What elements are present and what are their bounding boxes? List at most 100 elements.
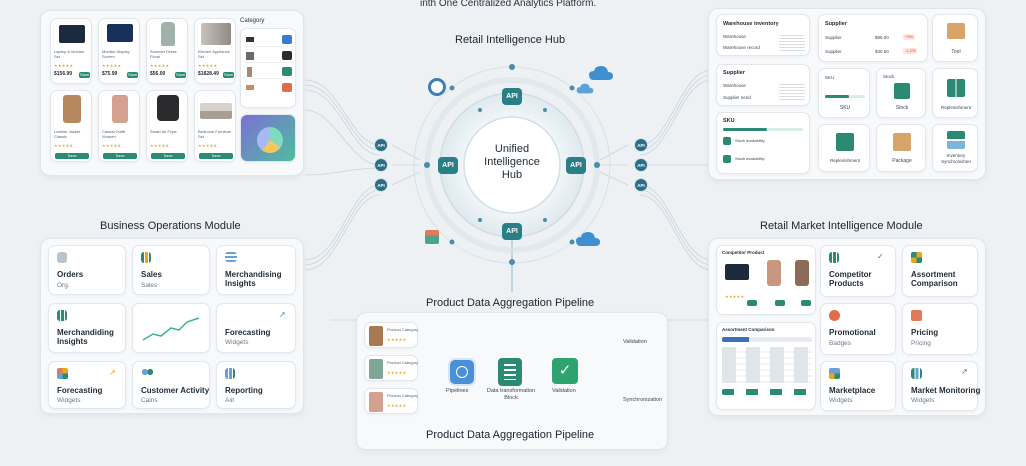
- ops-card-orders[interactable]: Orders Org.: [48, 245, 126, 295]
- jacket-image: [63, 95, 81, 123]
- cube-icon: [894, 83, 910, 99]
- tile-stock-label: Stock: [877, 105, 927, 111]
- category-item[interactable]: [244, 81, 294, 95]
- market-card-title: Promotional: [829, 328, 876, 337]
- output-validation-label: Validation: [623, 339, 647, 345]
- ops-card-forecasting-2[interactable]: ↗ Forecasting Widgets: [48, 361, 126, 409]
- save-button[interactable]: Save: [151, 153, 185, 159]
- api-top-block[interactable]: API: [502, 88, 522, 105]
- product-card[interactable]: Monitor Display Screen ★★★★★ $75.99 Save: [98, 18, 140, 84]
- product-card[interactable]: Leather Jacket Classic ★★★★★ Save: [50, 90, 92, 162]
- tile-tool[interactable]: Tool: [932, 14, 978, 62]
- monitor-icon: [911, 368, 922, 379]
- ops-card-forecasting-1[interactable]: ↗ Forecasting Widgets: [216, 303, 296, 353]
- tile-inventory-sync[interactable]: Inventory Synchronishen: [932, 124, 978, 172]
- warehouse-inventory-title: Warehouse inventory: [723, 21, 779, 27]
- save-button[interactable]: Save: [55, 153, 89, 159]
- market-card-pricing[interactable]: Pricing Pricing: [902, 303, 978, 355]
- product-name: Casual Outfit Women: [102, 129, 138, 139]
- category-item[interactable]: [244, 49, 294, 63]
- api-badge-right-2[interactable]: API: [634, 158, 648, 172]
- warehouse-inventory-card: Warehouse inventory Warehouse Warehouse …: [716, 14, 810, 56]
- save-button[interactable]: Save: [199, 153, 233, 159]
- product-card[interactable]: Casual Outfit Women ★★★★★ Save: [98, 90, 140, 162]
- supplier-row-badge: +9%: [903, 34, 915, 40]
- validation-step-label: Validation: [552, 388, 576, 394]
- product-stars: ★★★★★: [198, 63, 217, 68]
- api-left-block[interactable]: API: [438, 157, 458, 174]
- orders-icon: [57, 252, 67, 263]
- pipelines-step-icon[interactable]: [450, 360, 474, 384]
- tile-replenishment[interactable]: Replenishment: [932, 68, 978, 118]
- api-badge-left-3[interactable]: API: [374, 178, 388, 192]
- pipeline-product-stars: ★★★★★: [387, 337, 406, 342]
- pipeline-product-stars: ★★★★★: [387, 370, 406, 375]
- green-box-icon: [836, 133, 854, 151]
- save-button[interactable]: Save: [127, 72, 138, 78]
- pipeline-product-name: Product Category: [387, 327, 418, 332]
- product-card[interactable]: Bedroom Furniture Set ★★★★★ Save: [194, 90, 236, 162]
- pipeline-product-row[interactable]: Product Category ★★★★★: [364, 355, 418, 381]
- supplier-detail-card: Supplier Warehouse Supplier nend: [716, 64, 810, 106]
- category-item[interactable]: [244, 65, 294, 79]
- warehouse-label: Warehouse: [723, 34, 746, 39]
- market-card-market-monitoring[interactable]: ↗ Market Monitoring Widgets: [902, 361, 978, 411]
- save-button[interactable]: Save: [103, 153, 137, 159]
- api-bottom-block[interactable]: API: [502, 223, 522, 240]
- market-card-competitor-products[interactable]: ✓ Competitor Products: [820, 245, 896, 297]
- tile-sku[interactable]: SKU SKU: [818, 68, 870, 118]
- competitor-button[interactable]: [747, 300, 757, 306]
- ops-card-sales[interactable]: Sales Sales: [132, 245, 210, 295]
- business-ops-title: Business Operations Module: [100, 220, 241, 232]
- product-card[interactable]: Smart Air Fryer ★★★★★ Save: [146, 90, 188, 162]
- api-badge-right-3[interactable]: API: [634, 178, 648, 192]
- market-card-title: Marketplace: [829, 386, 875, 395]
- api-right-block[interactable]: API: [566, 157, 586, 174]
- market-card-assortment-comparison[interactable]: Assortment Comparison: [902, 245, 978, 297]
- pipeline-product-row[interactable]: Product Category ★★★★★: [364, 322, 418, 348]
- comparison-tabs: [722, 337, 812, 342]
- market-card-sub: Widgets: [829, 397, 852, 404]
- product-card[interactable]: Kitchen Appliance Set ★★★★★ $1828.49 Sav…: [194, 18, 236, 84]
- api-badge-left-1[interactable]: API: [374, 138, 388, 152]
- product-stars: ★★★★★: [102, 143, 121, 148]
- product-grid: Laptop & Monitor Set ★★★★★ $156.99 Save …: [50, 18, 236, 168]
- sku-card-title: SKU: [723, 118, 735, 124]
- tile-package[interactable]: Package: [876, 124, 926, 172]
- tile-stock[interactable]: Stock Stock: [876, 68, 926, 118]
- product-name: Monitor Display Screen: [102, 49, 138, 59]
- competitor-button[interactable]: [801, 300, 811, 306]
- save-button[interactable]: Save: [223, 72, 234, 78]
- competitor-button[interactable]: [775, 300, 785, 306]
- supplier-price-card: Supplier Supplier $86.00 +9% Supplier $3…: [818, 14, 928, 62]
- product-card[interactable]: Summer Dress Floral ★★★★★ $56.00 Save: [146, 18, 188, 84]
- supplier-detail-title: Supplier: [723, 70, 745, 76]
- stock-availability-label: Stock availability: [735, 138, 765, 143]
- bar-chart-icon: [141, 252, 151, 263]
- supplier-title: Supplier: [825, 21, 847, 27]
- pipeline-product-row[interactable]: Product Category ★★★★★: [364, 388, 418, 414]
- ops-card-merchandiding-insights[interactable]: Merchandiding Insights: [48, 303, 126, 353]
- market-card-promotional[interactable]: Promotional Badges: [820, 303, 896, 355]
- shirt-image: [369, 359, 383, 379]
- market-card-marketplace[interactable]: Marketplace Widgets: [820, 361, 896, 411]
- widget-icon: [57, 368, 68, 379]
- competitor-stars: ★★★★★: [725, 294, 744, 299]
- save-button[interactable]: Save: [79, 72, 90, 78]
- tile-replenishment-2[interactable]: Replenishment: [818, 124, 870, 172]
- dashboard-icon: [425, 230, 439, 244]
- tile-sku-label: SKU: [819, 105, 871, 111]
- ops-card-reporting[interactable]: Reporting Aiit: [216, 361, 296, 409]
- validation-step-icon[interactable]: ✓: [552, 358, 578, 384]
- cloud-icon: [576, 82, 594, 95]
- transformation-step-icon[interactable]: [498, 358, 522, 386]
- warehouse-label: Warehouse: [723, 83, 746, 88]
- api-badge-right-1[interactable]: API: [634, 138, 648, 152]
- category-item[interactable]: [244, 33, 294, 47]
- ops-card-merch-insights[interactable]: Merchandising Insights: [216, 245, 296, 295]
- api-badge-left-2[interactable]: API: [374, 158, 388, 172]
- ops-card-customer-activity[interactable]: Customer Activity Cains: [132, 361, 210, 409]
- save-button[interactable]: Save: [175, 72, 186, 78]
- check-icon: ✓: [559, 362, 572, 379]
- product-card[interactable]: Laptop & Monitor Set ★★★★★ $156.99 Save: [50, 18, 92, 84]
